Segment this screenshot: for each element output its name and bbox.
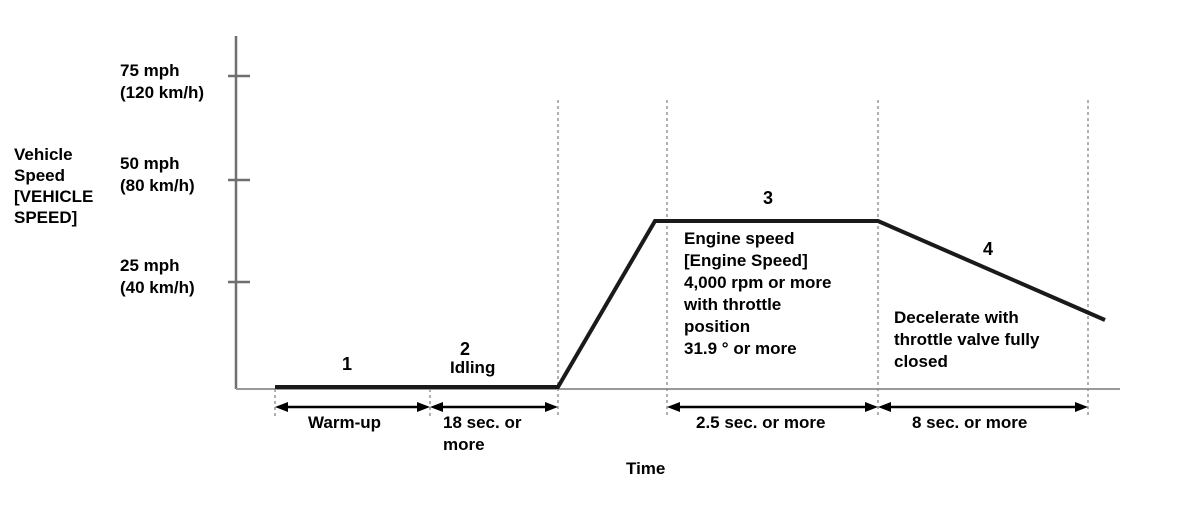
vehicle-speed-curve: [275, 219, 1106, 389]
interval-label-idle-time: 18 sec. or more: [443, 413, 522, 454]
phase-number-3: 3: [763, 188, 774, 208]
y-tick-label-75mph: 75 mph (120 km/h): [120, 61, 205, 102]
y-axis-title: Vehicle Speed [VEHICLE SPEED]: [14, 145, 94, 227]
interval-arrow-warmup: [275, 402, 430, 412]
phase-number-2: 2: [460, 339, 471, 359]
interval-label-accel-time: 2.5 sec. or more: [696, 413, 826, 432]
phase-label-decelerate: Decelerate with throttle valve fully clo…: [894, 308, 1040, 371]
interval-label-warmup: Warm-up: [308, 413, 382, 432]
phase-label-engine-speed: Engine speed [Engine Speed] 4,000 rpm or…: [684, 229, 832, 358]
x-axis-title: Time: [626, 459, 666, 478]
interval-label-decel-time: 8 sec. or more: [912, 413, 1028, 432]
interval-arrow-accel: [667, 402, 878, 412]
interval-arrow-idling: [430, 402, 558, 412]
y-tick-label-25mph: 25 mph (40 km/h): [120, 256, 195, 297]
y-tick-label-50mph: 50 mph (80 km/h): [120, 154, 195, 195]
phase-number-1: 1: [342, 354, 353, 374]
interval-arrow-decel: [878, 402, 1088, 412]
phase-label-idling: Idling: [450, 358, 496, 377]
phase-number-4: 4: [983, 239, 994, 259]
